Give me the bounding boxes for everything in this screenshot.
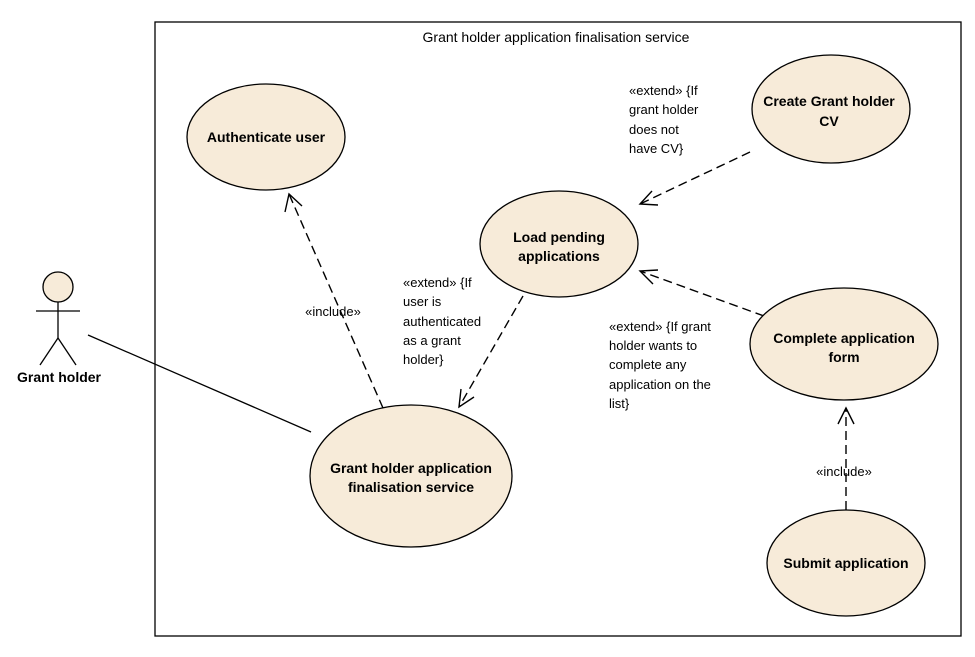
use-case-label: Load pending	[513, 229, 605, 245]
svg-text:holder}: holder}	[403, 352, 444, 367]
extend-load-to-main-edge	[458, 295, 524, 409]
actor-grant-holder[interactable]: Grant holder	[17, 271, 102, 385]
actor-head	[42, 271, 74, 303]
association-line	[87, 334, 312, 433]
actor-right-leg	[57, 337, 77, 366]
svg-text:«extend» {If: «extend» {If	[403, 275, 472, 290]
svg-text:user is: user is	[403, 294, 442, 309]
svg-text:list}: list}	[609, 396, 630, 411]
use-case-label: Grant holder application	[330, 460, 492, 476]
svg-text:holder wants to: holder wants to	[609, 338, 697, 353]
extend-label-auth: «extend» {If user is authenticated as a …	[403, 275, 481, 367]
use-case-label: finalisation service	[348, 479, 474, 495]
svg-text:complete any: complete any	[609, 357, 687, 372]
include-submit-edge	[837, 406, 855, 510]
use-case-authenticate-user[interactable]: Authenticate user	[186, 83, 346, 191]
use-case-label: Complete application	[773, 330, 915, 346]
use-case-label: applications	[518, 248, 600, 264]
use-case-label: Create Grant holder	[763, 93, 895, 109]
svg-text:does not: does not	[629, 122, 679, 137]
use-case-label: form	[828, 349, 859, 365]
actor-name: Grant holder	[17, 369, 102, 385]
use-case-create-cv[interactable]: Create Grant holder CV	[751, 54, 911, 164]
use-case-label: Submit application	[783, 555, 908, 571]
include-authenticate-edge	[284, 192, 384, 409]
svg-text:«extend» {If: «extend» {If	[629, 83, 698, 98]
extend-label-cv: «extend» {If grant holder does not have …	[629, 83, 699, 156]
svg-text:authenticated: authenticated	[403, 314, 481, 329]
use-case-label: Authenticate user	[207, 129, 326, 145]
use-case-submit-application[interactable]: Submit application	[766, 509, 926, 617]
system-boundary	[154, 21, 962, 637]
use-case-load-pending[interactable]: Load pending applications	[479, 190, 639, 298]
actor-left-leg	[39, 337, 59, 366]
svg-text:have CV}: have CV}	[629, 141, 684, 156]
svg-text:«extend» {If grant: «extend» {If grant	[609, 319, 711, 334]
extend-cv-edge	[638, 151, 751, 206]
svg-text:as a grant: as a grant	[403, 333, 461, 348]
include-label-submit: «include»	[816, 464, 872, 479]
extend-complete-edge	[638, 269, 765, 317]
use-case-main-service[interactable]: Grant holder application finalisation se…	[309, 404, 513, 548]
extend-label-complete: «extend» {If grant holder wants to compl…	[609, 319, 711, 411]
include-label-auth: «include»	[305, 304, 361, 319]
use-case-complete-form[interactable]: Complete application form	[749, 287, 939, 401]
system-title: Grant holder application finalisation se…	[423, 29, 690, 45]
use-case-label: CV	[819, 113, 839, 129]
svg-text:grant holder: grant holder	[629, 102, 699, 117]
svg-text:application on the: application on the	[609, 377, 711, 392]
